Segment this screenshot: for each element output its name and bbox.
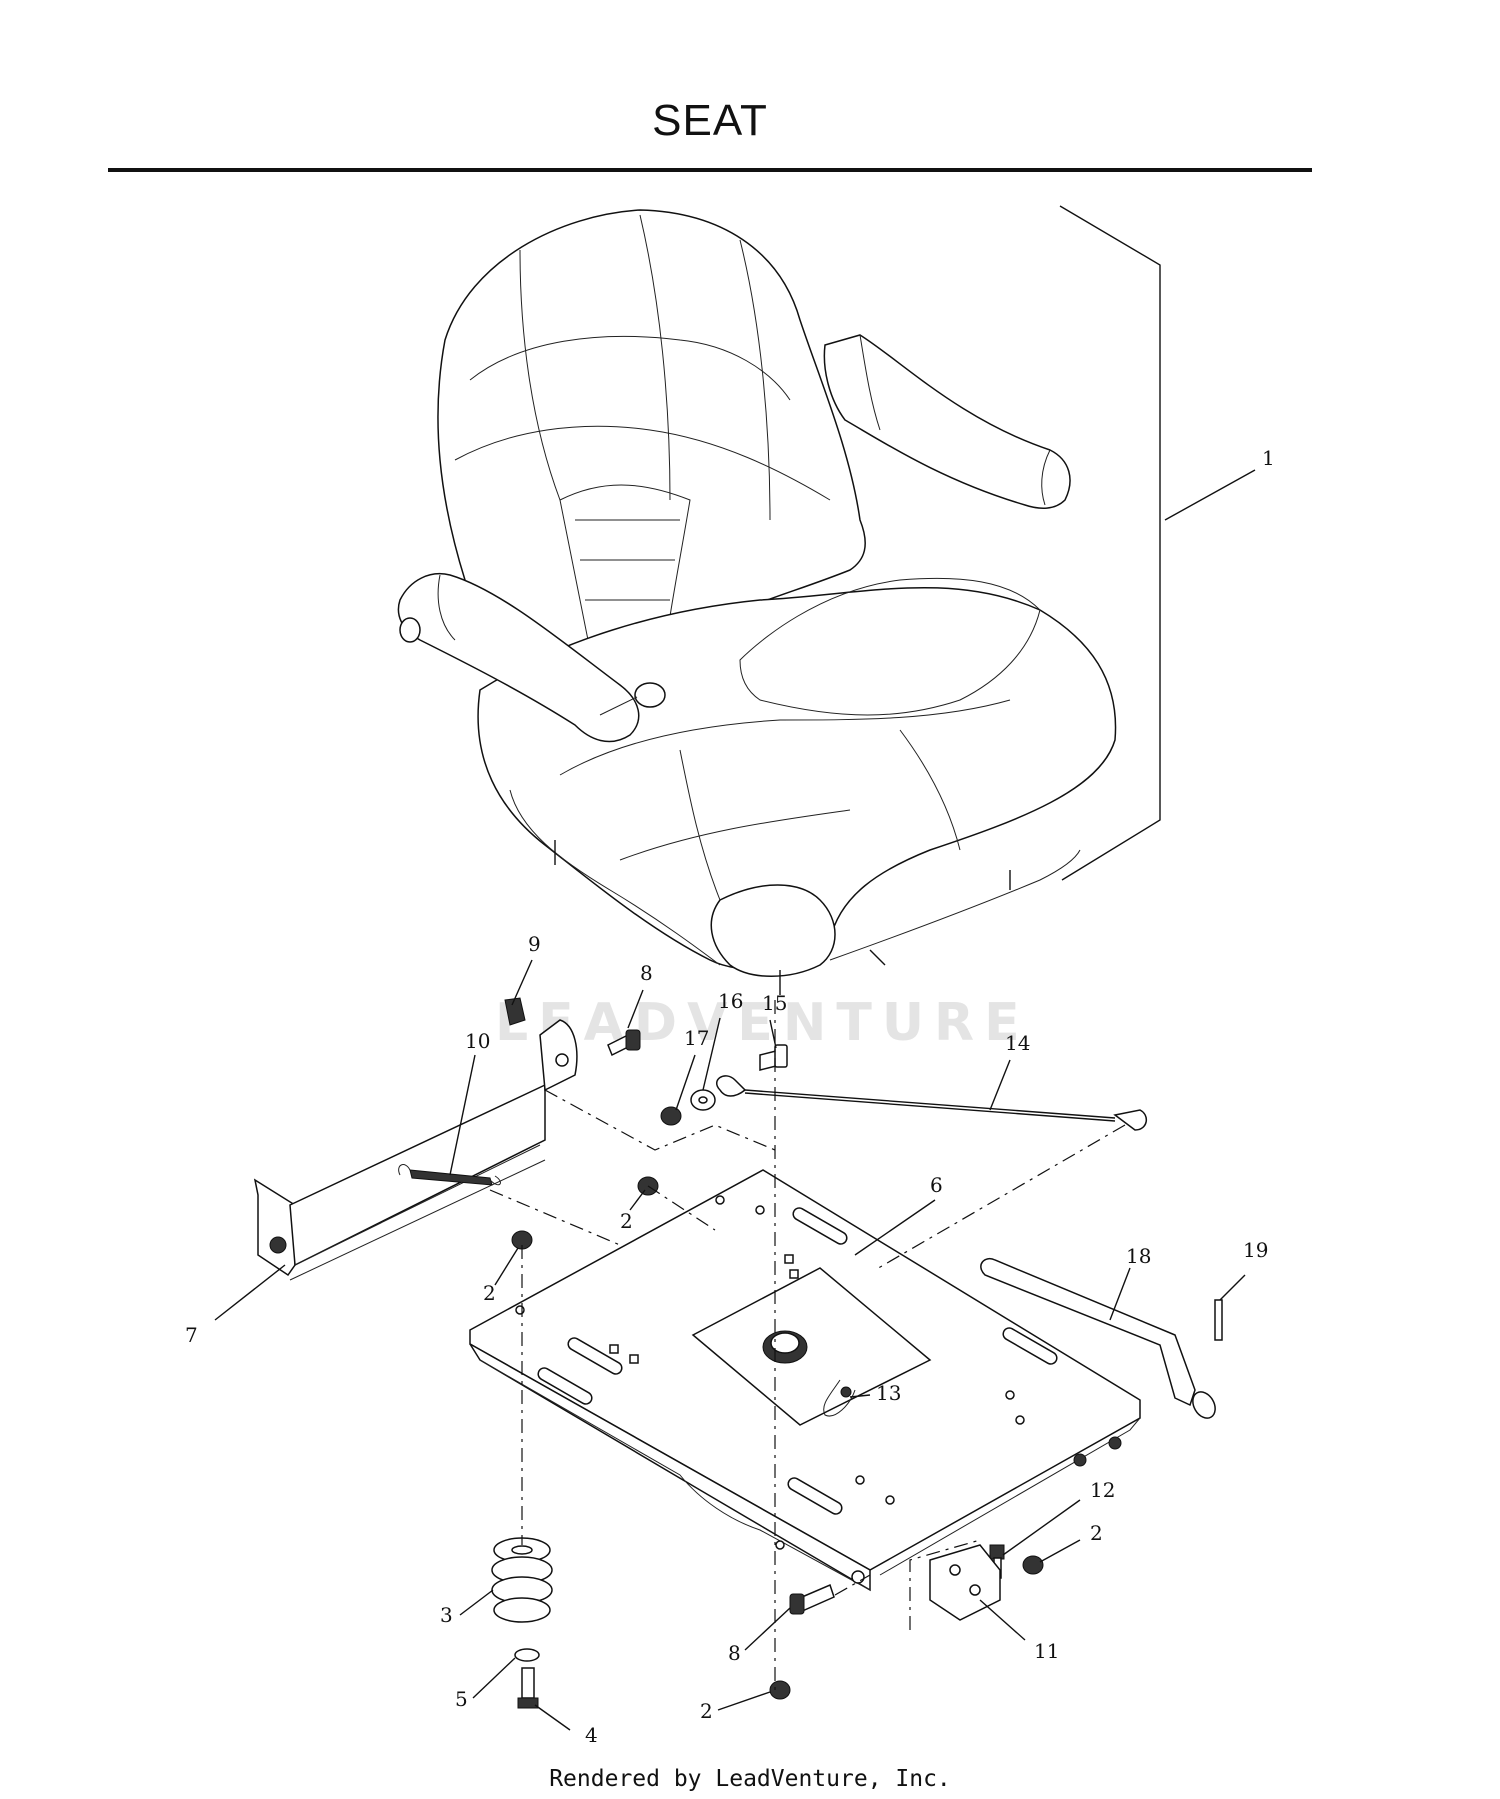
callout-5: 5 <box>455 1687 468 1711</box>
callout-8-lower: 8 <box>728 1641 741 1665</box>
callout-2-bottom-nut: 2 <box>700 1699 713 1723</box>
callout-2-left-nut: 2 <box>483 1281 496 1305</box>
callout-6: 6 <box>930 1173 943 1197</box>
callout-7: 7 <box>185 1323 198 1347</box>
callout-2-right-nut: 2 <box>1090 1521 1103 1545</box>
callout-12: 12 <box>1090 1478 1115 1502</box>
callout-4: 4 <box>585 1723 598 1747</box>
footer-credit: Rendered by LeadVenture, Inc. <box>549 1766 951 1792</box>
callout-11: 11 <box>1034 1639 1059 1663</box>
seat-mounting-plate <box>469 1169 1141 1592</box>
callout-19: 19 <box>1243 1238 1268 1262</box>
callout-15: 15 <box>762 991 787 1015</box>
page-title: SEAT <box>652 96 768 145</box>
callout-2-upper-nut: 2 <box>620 1209 633 1233</box>
callout-10: 10 <box>465 1029 490 1053</box>
callout-18: 18 <box>1126 1244 1151 1268</box>
left-latch-bracket <box>253 997 578 1281</box>
assembly-center-lines <box>489 1000 1126 1690</box>
leader-lines <box>214 469 1256 1731</box>
callout-13: 13 <box>876 1381 901 1405</box>
callout-17: 17 <box>684 1026 709 1050</box>
title-divider <box>108 168 1312 172</box>
callout-1: 1 <box>1262 446 1275 470</box>
seat-assembly <box>397 205 1161 995</box>
callout-3: 3 <box>440 1603 453 1627</box>
callout-9: 9 <box>528 932 541 956</box>
callout-16: 16 <box>718 989 743 1013</box>
callout-8-upper: 8 <box>640 961 653 985</box>
callout-numbers: 1 9 8 16 15 17 14 10 6 2 2 18 19 7 13 12… <box>185 446 1275 1747</box>
callout-14: 14 <box>1005 1031 1030 1055</box>
hardware-parts <box>491 1029 1223 1709</box>
watermark-text: LEADVENTURE <box>495 993 1030 1053</box>
